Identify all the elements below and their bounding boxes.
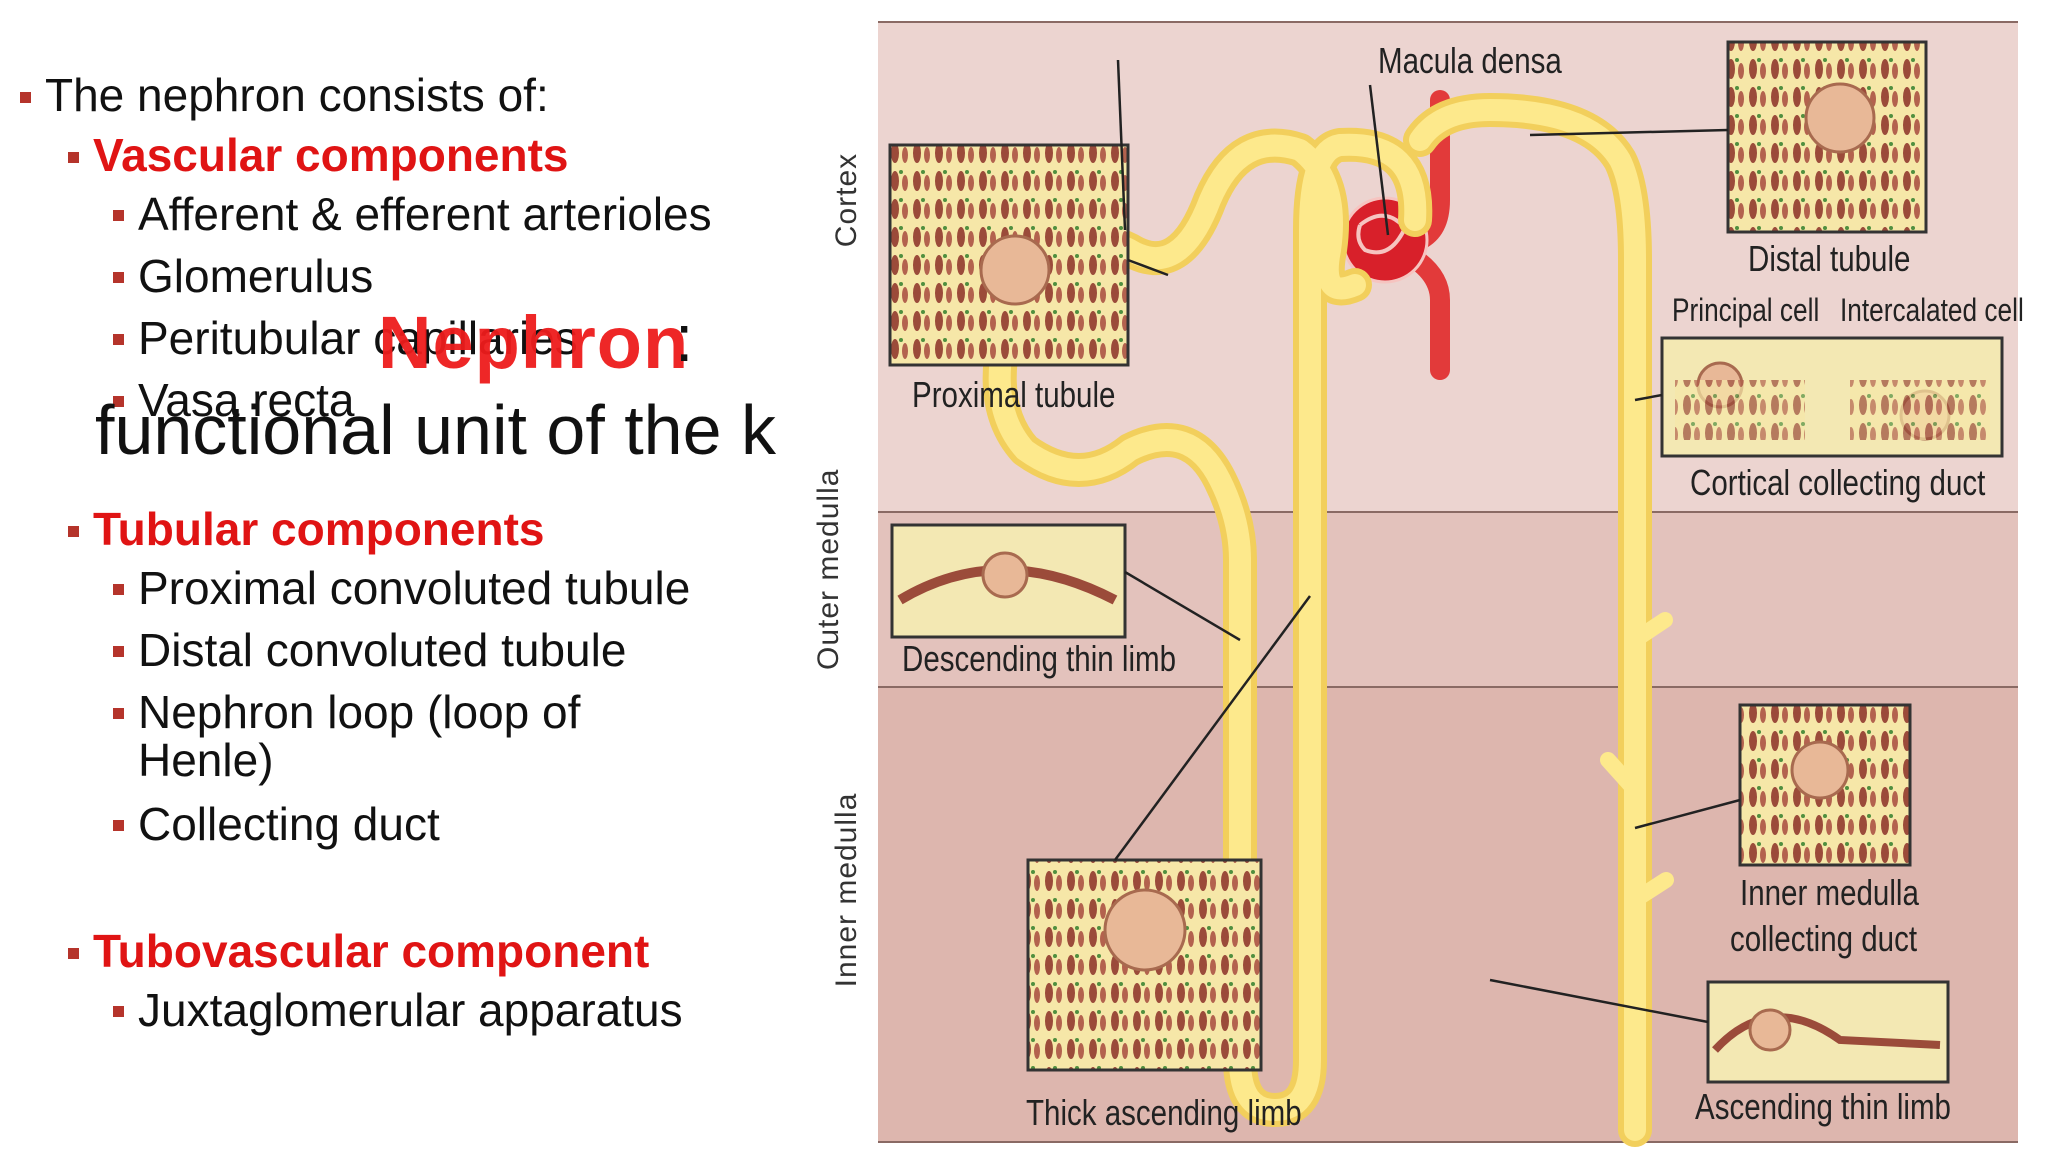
bullet-marker xyxy=(20,92,31,103)
item-text: Proximal convoluted tubule xyxy=(138,562,691,614)
heading-vascular-text: Vascular components xyxy=(93,129,569,181)
nephron-diagram-svg xyxy=(878,21,2018,1147)
nephron-subtitle: functional unit of the k xyxy=(95,391,776,469)
bullet-marker xyxy=(113,396,124,407)
bullet-marker xyxy=(113,584,124,595)
heading-tubovascular: Tubovascular component xyxy=(68,924,649,978)
item-text: Vasa recta xyxy=(138,374,355,426)
cell-inset-distal xyxy=(1726,40,1928,234)
cell-inset-descending-thin xyxy=(890,523,1127,639)
bullet-marker xyxy=(113,334,124,345)
label-cortical-collecting-duct: Cortical collecting duct xyxy=(1690,462,1986,503)
item-text-line: Henle) xyxy=(138,734,274,786)
list-item: Glomerulus xyxy=(113,252,373,300)
label-distal-tubule: Distal tubule xyxy=(1748,238,1911,279)
title-colon: : xyxy=(675,301,694,375)
list-item: Proximal convoluted tubule xyxy=(113,564,690,612)
list-item: Afferent & efferent arterioles xyxy=(113,190,712,238)
label-intercalated-cell: Intercalated cell xyxy=(1840,292,2024,328)
heading-tubular: Tubular components xyxy=(68,502,545,556)
bullet-marker xyxy=(113,210,124,221)
label-inner-medulla-line2: collecting duct xyxy=(1730,918,1918,959)
bullet-marker xyxy=(113,708,124,719)
label-ascending-thin-limb: Ascending thin limb xyxy=(1695,1086,1951,1127)
item-text: Afferent & efferent arterioles xyxy=(138,188,712,240)
item-text: Glomerulus xyxy=(138,250,374,302)
item-text: Juxtaglomerular apparatus xyxy=(138,984,683,1036)
item-text: Distal convoluted tubule xyxy=(138,624,627,676)
label-principal-cell: Principal cell xyxy=(1672,292,1820,328)
bullet-marker xyxy=(68,152,79,163)
zone-outer-medulla: Outer medulla xyxy=(812,468,845,670)
bullet-intro: The nephron consists of: xyxy=(20,68,549,122)
cell-inset-ascending-thin xyxy=(1706,980,1950,1084)
item-text: Nephron loop (loop of Henle) xyxy=(138,688,580,784)
heading-tubular-text: Tubular components xyxy=(93,503,545,555)
item-text: Peritubular capillaries xyxy=(138,312,578,364)
heading-tubovascular-text: Tubovascular component xyxy=(93,925,650,977)
nephron-title: Nephron xyxy=(378,301,690,384)
nephron-diagram: Cortex Outer medulla Inner medulla Macul… xyxy=(800,0,2048,1152)
bullet-marker xyxy=(113,646,124,657)
list-item: Distal convoluted tubule xyxy=(113,626,626,674)
bullet-marker xyxy=(113,820,124,831)
cell-inset-cortical-collecting xyxy=(1660,336,2004,458)
bullet-marker xyxy=(113,272,124,283)
label-macula-densa: Macula densa xyxy=(1378,40,1562,81)
bullet-marker xyxy=(68,526,79,537)
list-item: Vasa recta xyxy=(113,376,354,424)
bullet-marker xyxy=(68,948,79,959)
bullet-intro-text: The nephron consists of: xyxy=(45,69,549,121)
label-proximal-tubule: Proximal tubule xyxy=(912,374,1116,415)
list-item: Peritubular capillaries xyxy=(113,314,578,362)
cell-inset-inner-medulla-collecting xyxy=(1738,703,1912,867)
list-item: Nephron loop (loop of Henle) xyxy=(113,688,580,784)
bullet-marker xyxy=(113,1006,124,1017)
cell-inset-proximal xyxy=(888,143,1130,367)
item-text-line: Nephron loop (loop of xyxy=(138,686,581,738)
label-descending-thin-limb: Descending thin limb xyxy=(902,638,1177,679)
heading-vascular: Vascular components xyxy=(68,128,569,182)
label-inner-medulla-line1: Inner medulla xyxy=(1740,872,1919,913)
list-item: Juxtaglomerular apparatus xyxy=(113,986,683,1034)
list-item: Collecting duct xyxy=(113,800,440,848)
label-thick-ascending-limb: Thick ascending limb xyxy=(1026,1092,1302,1133)
cell-inset-thick-ascending xyxy=(1026,858,1263,1072)
item-text: Collecting duct xyxy=(138,798,440,850)
zone-cortex: Cortex xyxy=(830,152,863,248)
zone-inner-medulla: Inner medulla xyxy=(830,792,863,988)
